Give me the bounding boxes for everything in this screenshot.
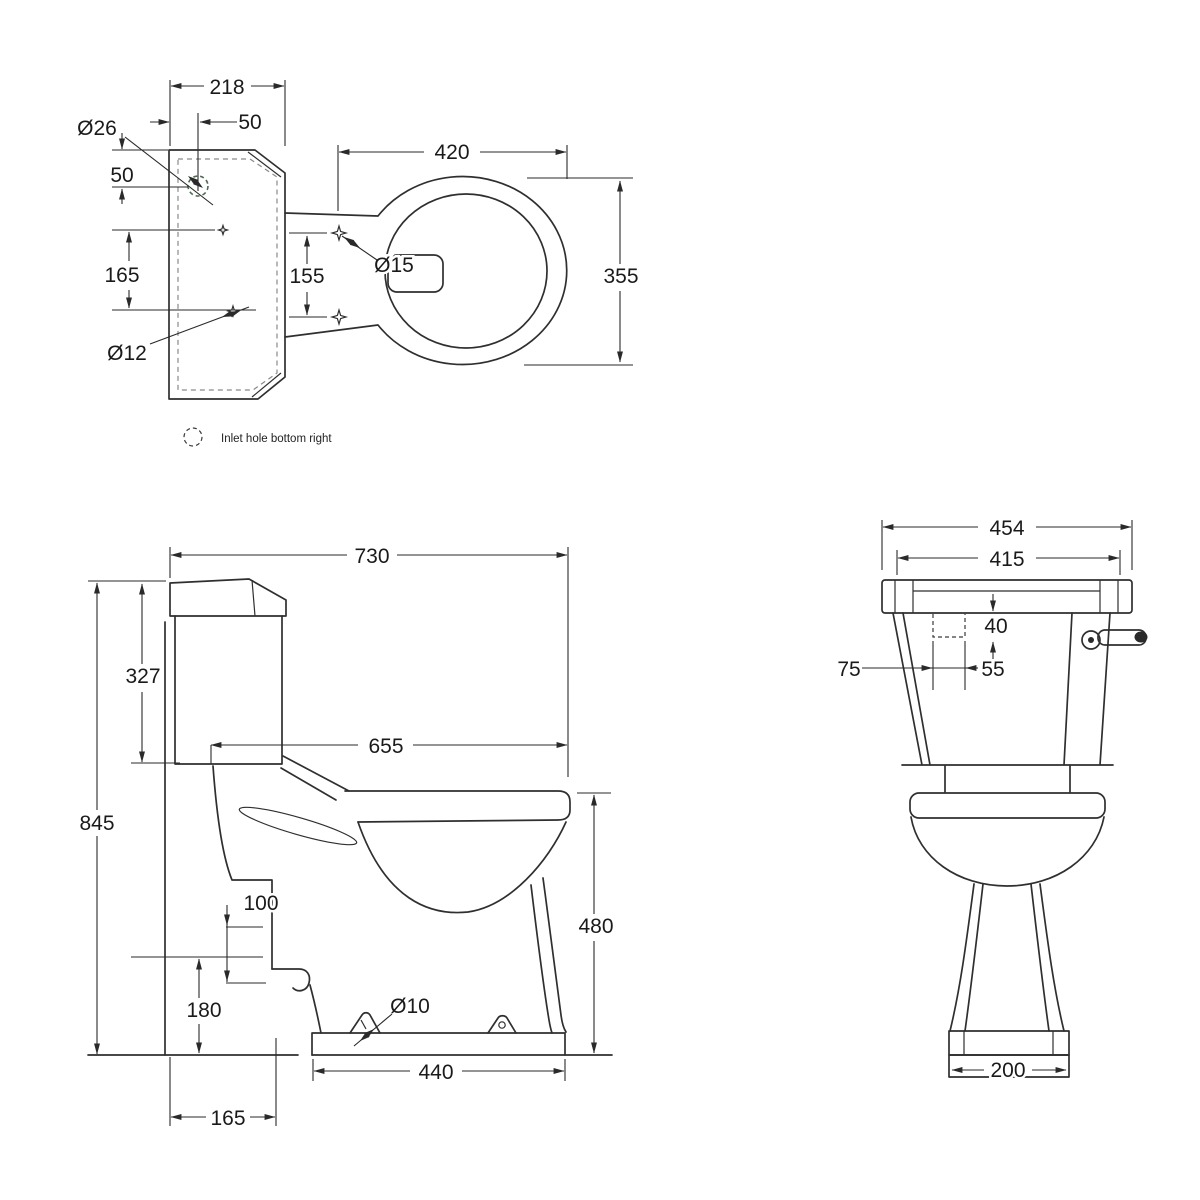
cistern-plan-chamfer-bottom [251,372,282,398]
dim-cistern-width: 218 [209,76,244,99]
pedestal-right-inner [1030,883,1050,1032]
dim-fixing-spacing: 165 [104,264,139,287]
dim-base-depth: 440 [418,1061,453,1084]
seat-fixing-mark-bottom [329,307,349,327]
dim-overall-height: 845 [79,812,114,835]
flush-neck-front [944,765,1071,793]
dim-bowl-width: 355 [603,265,638,288]
fixing-lug-left-slot [360,1019,367,1030]
dim-cistern-body-width: 415 [989,548,1024,571]
outlet-spigot [271,968,311,992]
dim-outlet-lower: 180 [186,999,221,1022]
bowl-plan-inner-rim [384,193,548,349]
cistern-lid-side [169,578,287,617]
cistern-body-side [174,615,283,765]
pan-rim-slope-1 [282,755,350,792]
plan-view: 218 50 Ø26 50 165 Ø12 155 [75,74,641,400]
legend-label: Inlet hole bottom right [221,433,332,445]
side-view: 730 327 845 655 100 180 Ø10 [77,543,616,1133]
flush-outlet-slot [387,254,444,293]
dim-bowl-length: 420 [434,141,469,164]
pan-back-foot [309,984,322,1034]
fixing-lug-right [487,1014,517,1034]
leader-arrow [229,311,240,318]
seat-fixing-mark-top [329,223,349,243]
dim-pedestal-base-width: 200 [990,1059,1025,1082]
pedestal-base-band [948,1030,1070,1056]
cistern-plan-outline [168,149,286,400]
bowl-front [910,816,1105,887]
bowl-underside-side [357,821,567,914]
pedestal-right-outer [1039,883,1065,1032]
flush-lever-boss-center [1088,637,1094,643]
dim-fixing-diameter: Ø12 [107,342,147,365]
dim-inlet-width: 55 [981,658,1004,681]
dim-pan-projection: 655 [368,735,403,758]
dim-overall-depth: 730 [354,545,389,568]
dim-inlet-drop: 40 [984,615,1007,638]
flush-lever-boss [1081,630,1101,650]
dim-seat-fixing-spacing: 155 [289,265,324,288]
pan-back-profile [212,765,273,970]
pedestal-left-outer [949,883,975,1032]
pan-rim-side [344,790,571,823]
dim-cistern-lid-width: 454 [989,517,1024,540]
flush-lever-tip [1134,631,1148,643]
leader-arrow [364,1029,374,1038]
cistern-fixing-hole-mark-1 [216,223,230,237]
dim-inlet-offset-x: 50 [238,111,261,134]
leader-arrow [350,239,360,248]
cistern-lid-side-inner [251,579,256,617]
dim-outlet-setback: 165 [210,1107,245,1130]
dim-outlet-upper: 100 [243,892,278,915]
dim-inlet-offset-left: 75 [837,658,860,681]
cistern-plan-inner-dashed [177,158,278,391]
dim-cistern-height: 327 [125,665,160,688]
dim-seat-fixing-diameter: Ø15 [374,254,414,277]
dim-inlet-diameter: Ø26 [77,117,117,140]
pan-front-leg-inner [542,877,567,1033]
bowl-plan-outline [284,175,568,366]
inlet-hole-dashed-front [932,614,966,638]
cistern-body-front [892,612,1114,766]
legend-inlet-hole-icon [183,427,203,447]
fixing-lug-right-hole [498,1021,506,1029]
leader-arrow [222,310,233,317]
bowl-rim-front [909,792,1106,819]
dim-fixing-hole-diameter: Ø10 [390,995,430,1018]
pan-base-side [311,1032,566,1056]
pedestal-left-inner [964,883,984,1032]
leader-line-inlet [124,136,214,206]
leader-arrow [193,179,203,188]
cistern-lid-front [881,579,1133,614]
legend: Inlet hole bottom right [183,427,332,447]
pedestal-base-slab [948,1054,1070,1078]
pan-front-leg-outer [530,884,553,1034]
flush-channel-slot-side [238,806,358,846]
dim-inlet-offset-y: 50 [110,164,133,187]
fixing-lug-left [349,1011,381,1034]
dim-pan-height: 480 [578,915,613,938]
pan-rim-slope-2 [280,767,337,801]
cistern-plan-chamfer-top [247,151,282,178]
front-view: 454 415 40 75 55 200 [835,515,1148,1085]
